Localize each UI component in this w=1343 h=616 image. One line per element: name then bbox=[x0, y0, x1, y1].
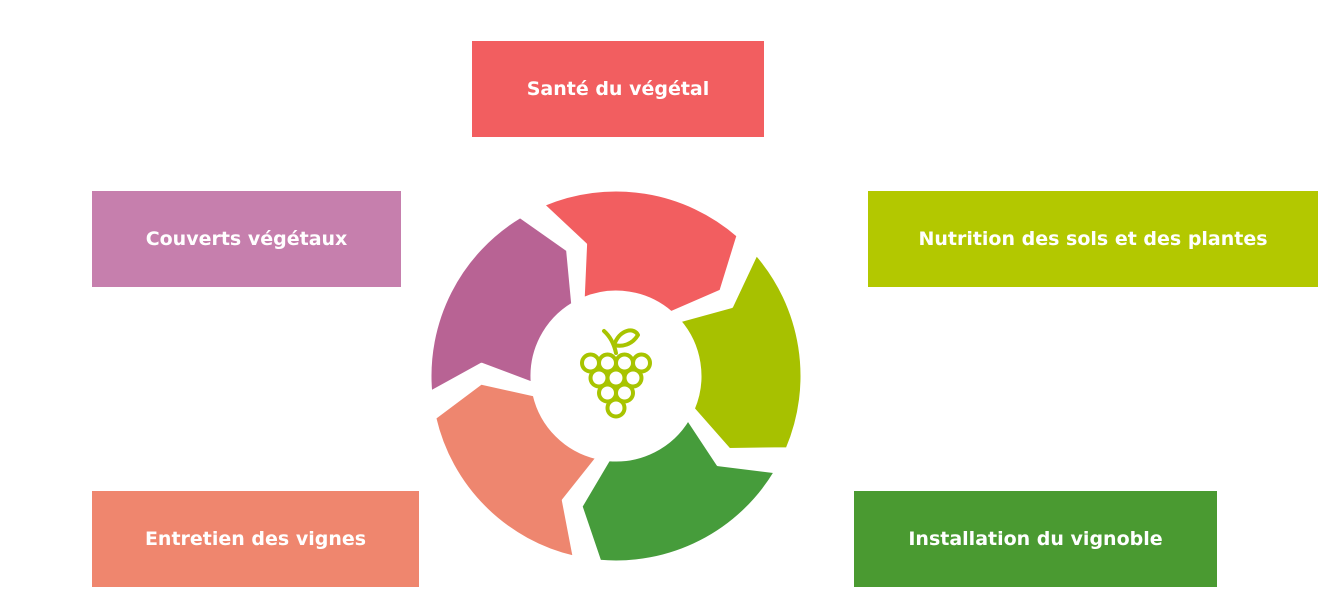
card-couverts-vegetaux[interactable]: Couverts végétaux bbox=[92, 191, 401, 287]
card-sante-du-vegetal[interactable]: Santé du végétal bbox=[472, 41, 764, 137]
card-label: Santé du végétal bbox=[526, 78, 710, 100]
card-label: Entretien des vignes bbox=[144, 528, 367, 550]
grape-icon bbox=[580, 328, 652, 419]
card-installation-du-vignoble[interactable]: Installation du vignoble bbox=[854, 491, 1217, 587]
card-entretien-des-vignes[interactable]: Entretien des vignes bbox=[92, 491, 419, 587]
card-nutrition[interactable]: Nutrition des sols et des plantes bbox=[868, 191, 1318, 287]
cycle-diagram bbox=[428, 188, 804, 564]
card-label: Nutrition des sols et des plantes bbox=[918, 228, 1268, 250]
card-label: Couverts végétaux bbox=[145, 228, 348, 250]
card-label: Installation du vignoble bbox=[908, 528, 1163, 550]
